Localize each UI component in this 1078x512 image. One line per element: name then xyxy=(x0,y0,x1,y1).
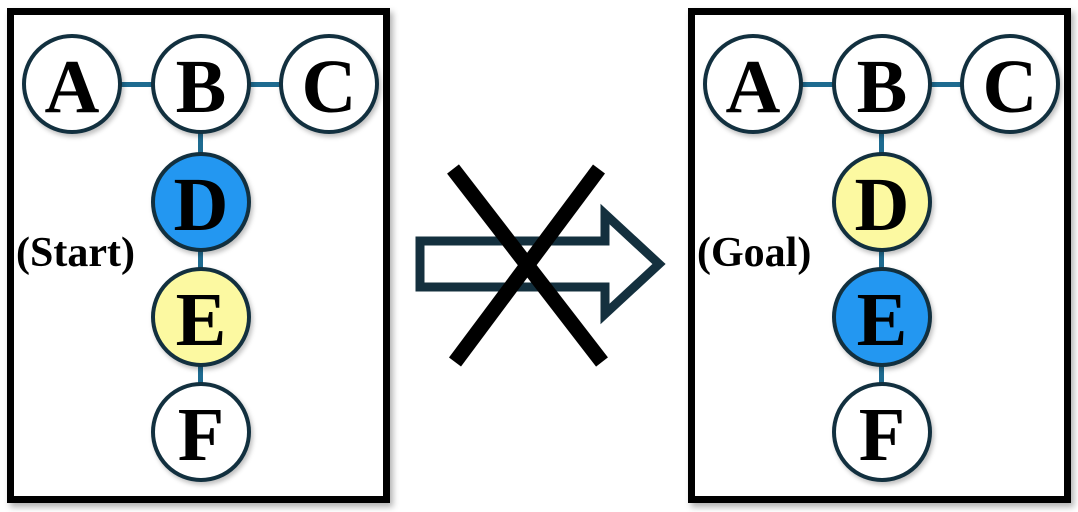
cross-out-icon xyxy=(448,164,606,367)
node-F-label: F xyxy=(177,393,225,477)
node-A: A xyxy=(22,34,122,134)
edge-A-B xyxy=(801,82,834,87)
edge-A-B xyxy=(120,82,153,87)
start-state-panel: A B C D E F (Start) xyxy=(7,8,390,503)
node-E: E xyxy=(151,267,251,367)
transform-arrow-icon xyxy=(415,164,666,367)
node-B: B xyxy=(832,34,932,134)
node-C-label: C xyxy=(301,45,357,129)
node-C: C xyxy=(279,34,379,134)
node-E-label: E xyxy=(175,278,227,362)
edge-D-E xyxy=(198,250,203,269)
edge-E-F xyxy=(198,365,203,384)
node-C-label: C xyxy=(982,45,1038,129)
goal-label: (Goal) xyxy=(697,230,812,276)
start-label: (Start) xyxy=(16,230,135,276)
node-E: E xyxy=(832,267,932,367)
edge-D-E xyxy=(879,250,884,269)
node-D: D xyxy=(151,152,251,252)
node-A-label: A xyxy=(725,45,781,129)
goal-state-panel: A B C D E F (Goal) xyxy=(688,8,1071,503)
node-D-label: D xyxy=(854,163,910,247)
node-D-label: D xyxy=(173,163,229,247)
node-C: C xyxy=(960,34,1060,134)
node-A: A xyxy=(703,34,803,134)
node-F: F xyxy=(151,382,251,482)
edge-B-C xyxy=(930,82,962,87)
node-B-label: B xyxy=(856,45,908,129)
node-F: F xyxy=(832,382,932,482)
right-arrow-icon xyxy=(415,203,666,325)
edge-B-C xyxy=(249,82,281,87)
node-B: B xyxy=(151,34,251,134)
node-E-label: E xyxy=(856,278,908,362)
edge-B-D xyxy=(879,132,884,154)
edge-E-F xyxy=(879,365,884,384)
node-F-label: F xyxy=(858,393,906,477)
edge-B-D xyxy=(198,132,203,154)
node-A-label: A xyxy=(44,45,100,129)
node-D: D xyxy=(832,152,932,252)
node-B-label: B xyxy=(175,45,227,129)
